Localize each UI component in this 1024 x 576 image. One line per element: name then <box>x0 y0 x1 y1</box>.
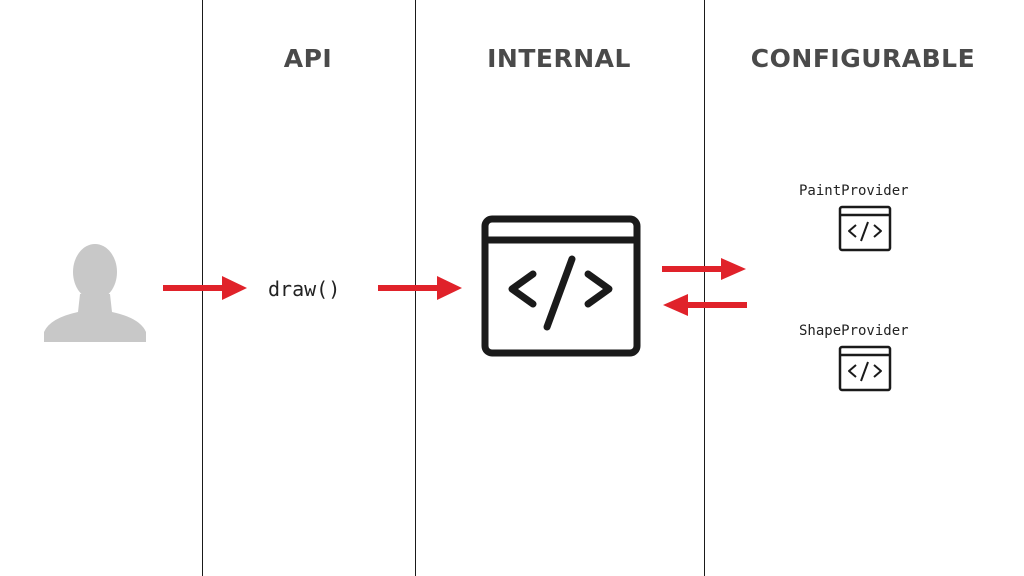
user-icon <box>44 244 146 342</box>
divider-right <box>704 0 705 576</box>
heading-configurable: CONFIGURABLE <box>750 44 976 73</box>
code-window-icon <box>481 215 641 357</box>
paint-provider-code-icon <box>838 205 892 252</box>
heading-internal: INTERNAL <box>487 44 631 73</box>
arrow-user-to-api <box>163 276 247 300</box>
heading-api: API <box>283 44 333 73</box>
draw-call-label: draw() <box>268 277 341 301</box>
shape-provider-code-icon <box>838 345 892 392</box>
arrow-configurable-to-internal <box>663 294 747 316</box>
shape-provider-label: ShapeProvider <box>799 323 909 339</box>
arrow-api-to-internal <box>378 276 462 300</box>
paint-provider-label: PaintProvider <box>799 183 909 199</box>
arrow-internal-to-configurable <box>662 258 746 280</box>
